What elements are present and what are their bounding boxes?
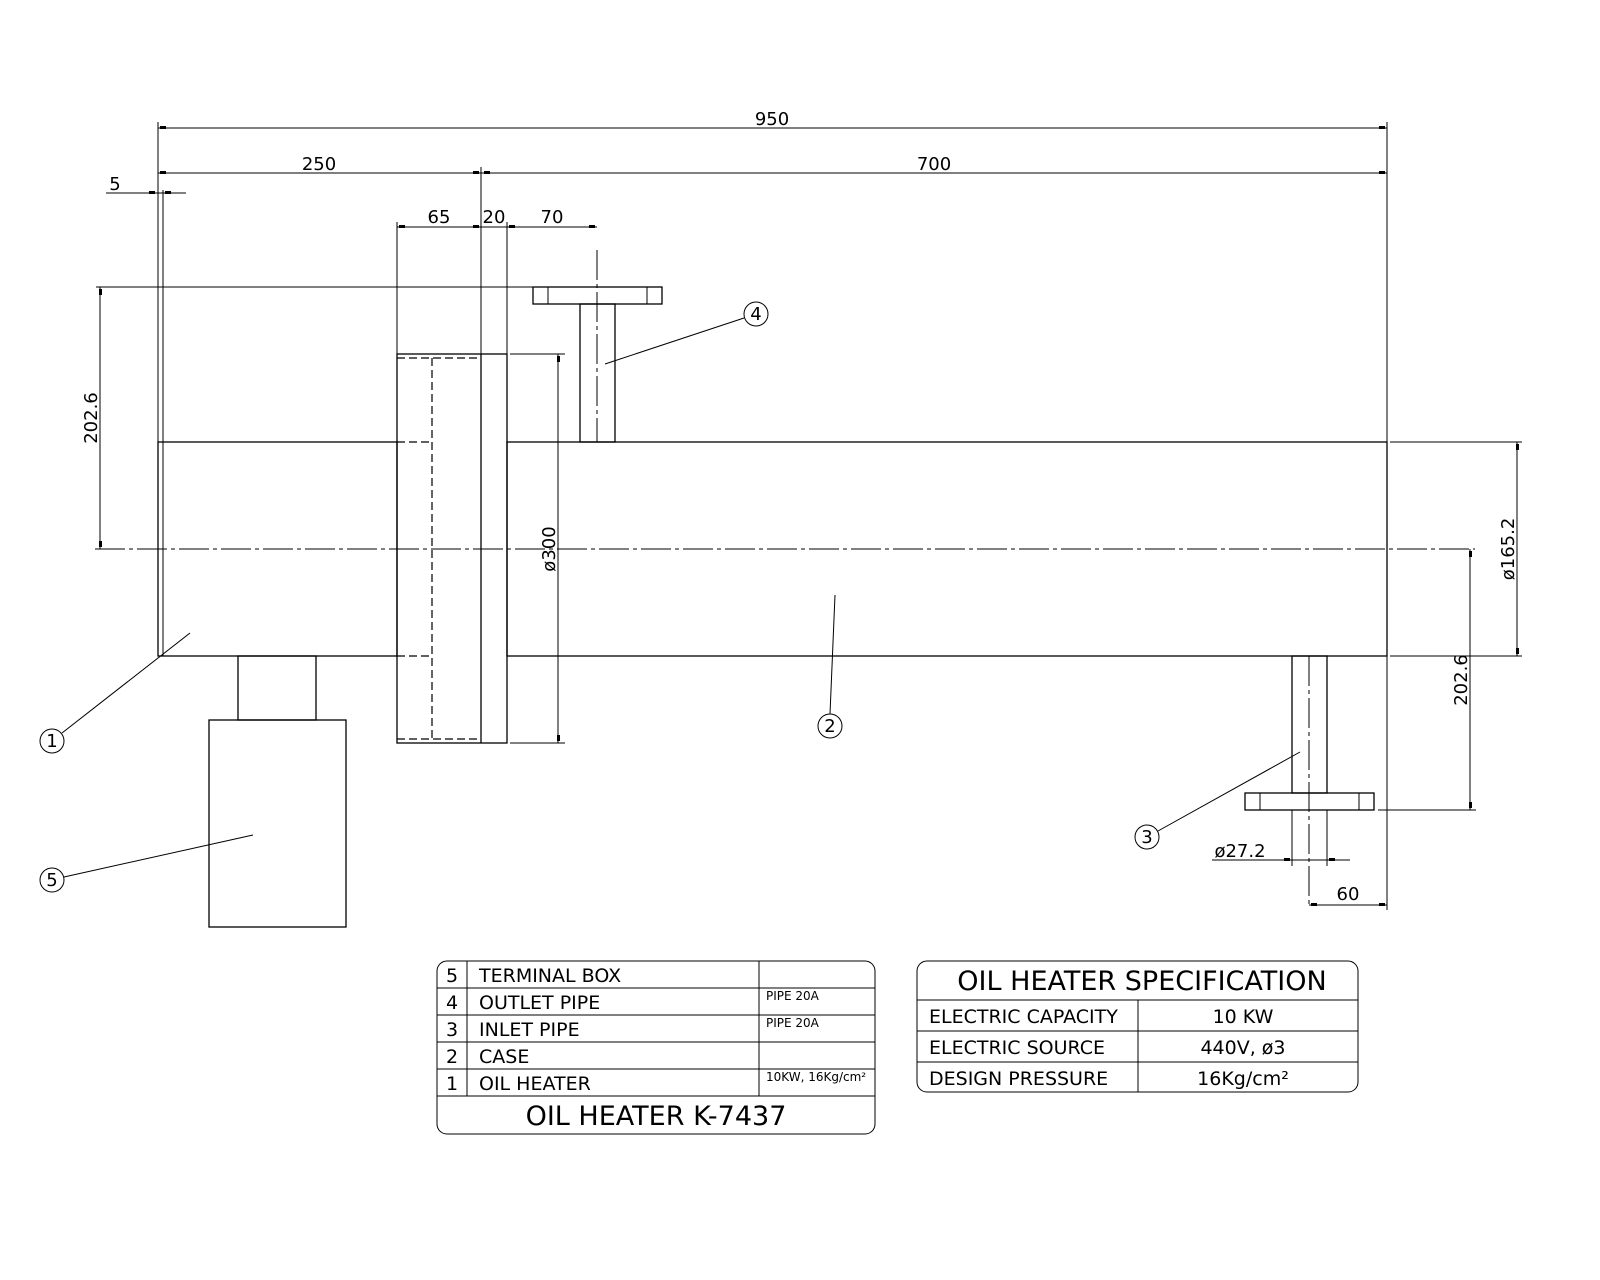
spec-row: DESIGN PRESSURE 16Kg/cm² — [929, 1068, 1289, 1090]
svg-text:16Kg/cm²: 16Kg/cm² — [1197, 1068, 1289, 1090]
svg-text:2: 2 — [446, 1046, 458, 1068]
spec-row: ELECTRIC SOURCE 440V, ø3 — [929, 1037, 1286, 1059]
svg-text:INLET PIPE: INLET PIPE — [479, 1019, 580, 1041]
svg-text:PIPE 20A: PIPE 20A — [766, 1016, 820, 1030]
spec-row: ELECTRIC CAPACITY 10 KW — [929, 1006, 1274, 1028]
balloon-2: 2 — [817, 713, 843, 739]
dim-inlet-height: 202.6 — [1451, 654, 1472, 706]
dim-case-length: 700 — [917, 154, 951, 175]
svg-text:2: 2 — [824, 716, 835, 737]
svg-text:10KW, 16Kg/cm²: 10KW, 16Kg/cm² — [766, 1070, 866, 1084]
svg-text:OUTLET PIPE: OUTLET PIPE — [479, 992, 600, 1014]
dim-heater-length: 250 — [302, 154, 336, 175]
svg-text:OIL HEATER: OIL HEATER — [479, 1073, 591, 1095]
outlet-pipe — [532, 250, 663, 443]
svg-text:3: 3 — [1141, 827, 1152, 848]
balloon-3: 3 — [1134, 824, 1160, 850]
dim-flange-dia: ø300 — [539, 526, 560, 571]
svg-text:1: 1 — [446, 1073, 458, 1095]
parts-table-title: OIL HEATER K-7437 — [526, 1101, 787, 1132]
svg-text:5: 5 — [446, 965, 458, 987]
svg-text:DESIGN PRESSURE: DESIGN PRESSURE — [929, 1068, 1108, 1090]
dim-overall: 950 — [755, 109, 789, 130]
svg-text:5: 5 — [46, 870, 57, 891]
dim-case-dia: ø165.2 — [1498, 518, 1519, 581]
spec-table-title: OIL HEATER SPECIFICATION — [957, 966, 1326, 997]
svg-text:ELECTRIC SOURCE: ELECTRIC SOURCE — [929, 1037, 1105, 1059]
parts-row: 3 INLET PIPE PIPE 20A — [446, 1016, 820, 1041]
dim-inlet-offset: 60 — [1337, 884, 1360, 905]
svg-text:4: 4 — [750, 304, 761, 325]
dim-pipe-dia: ø27.2 — [1214, 841, 1265, 862]
svg-text:ELECTRIC CAPACITY: ELECTRIC CAPACITY — [929, 1006, 1118, 1028]
balloon-1: 1 — [39, 728, 65, 754]
balloon-5: 5 — [39, 867, 65, 893]
inlet-pipe — [1244, 655, 1375, 905]
dim-outlet-height: 202.6 — [81, 392, 102, 444]
dim-pipe-offset: 70 — [541, 207, 564, 228]
parts-row: 4 OUTLET PIPE PIPE 20A — [446, 989, 820, 1014]
parts-row: 2 CASE — [446, 1046, 529, 1068]
svg-text:440V, ø3: 440V, ø3 — [1200, 1037, 1285, 1059]
leaders — [61, 317, 1301, 878]
svg-text:10 KW: 10 KW — [1213, 1006, 1274, 1028]
svg-text:TERMINAL BOX: TERMINAL BOX — [478, 965, 621, 987]
terminal-box — [208, 655, 347, 928]
spec-table: OIL HEATER SPECIFICATION ELECTRIC CAPACI… — [916, 960, 1359, 1093]
parts-row: 5 TERMINAL BOX — [446, 965, 621, 987]
svg-text:CASE: CASE — [479, 1046, 529, 1068]
balloon-4: 4 — [743, 301, 769, 327]
svg-text:PIPE 20A: PIPE 20A — [766, 989, 820, 1003]
dim-flange-b: 20 — [483, 207, 506, 228]
svg-text:1: 1 — [46, 731, 57, 752]
parts-table: 5 TERMINAL BOX 4 OUTLET PIPE PIPE 20A 3 … — [436, 960, 876, 1135]
dimension-lines — [96, 122, 1522, 910]
svg-text:4: 4 — [446, 992, 458, 1014]
svg-text:3: 3 — [446, 1019, 458, 1041]
dim-flange-a: 65 — [428, 207, 451, 228]
dim-offset: 5 — [109, 174, 120, 195]
parts-row: 1 OIL HEATER 10KW, 16Kg/cm² — [446, 1070, 866, 1095]
